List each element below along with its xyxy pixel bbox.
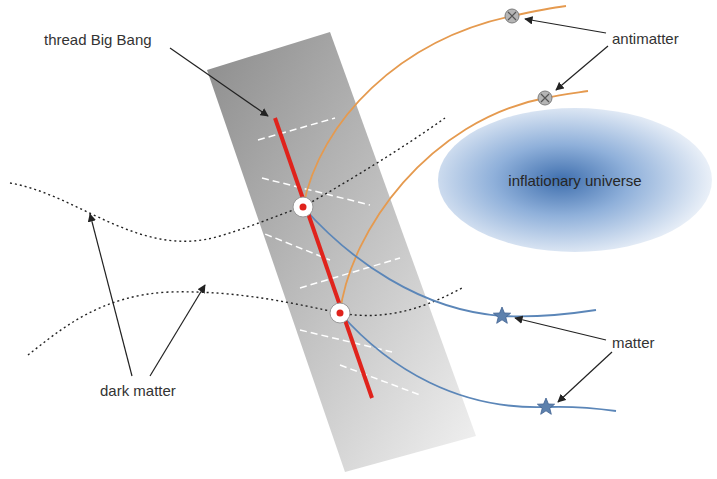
dark-matter-lines [10,118,462,355]
origin-points [293,197,350,323]
annotation-label: antimatter [612,30,679,48]
annotation-label: dark matter [100,382,176,400]
antimatter-particle [538,91,552,105]
plane [207,32,476,472]
annotation-label: matter [612,334,655,352]
universe-ellipse: inflationary universe [437,107,713,253]
ellipse-label: inflationary universe [508,172,641,189]
antimatter-particle [505,9,519,23]
matter-star [537,398,554,414]
plane-dashes [255,118,420,395]
annotation-label: thread Big Bang [44,31,152,49]
big-bang-thread [275,118,372,398]
matter-star [493,307,510,323]
